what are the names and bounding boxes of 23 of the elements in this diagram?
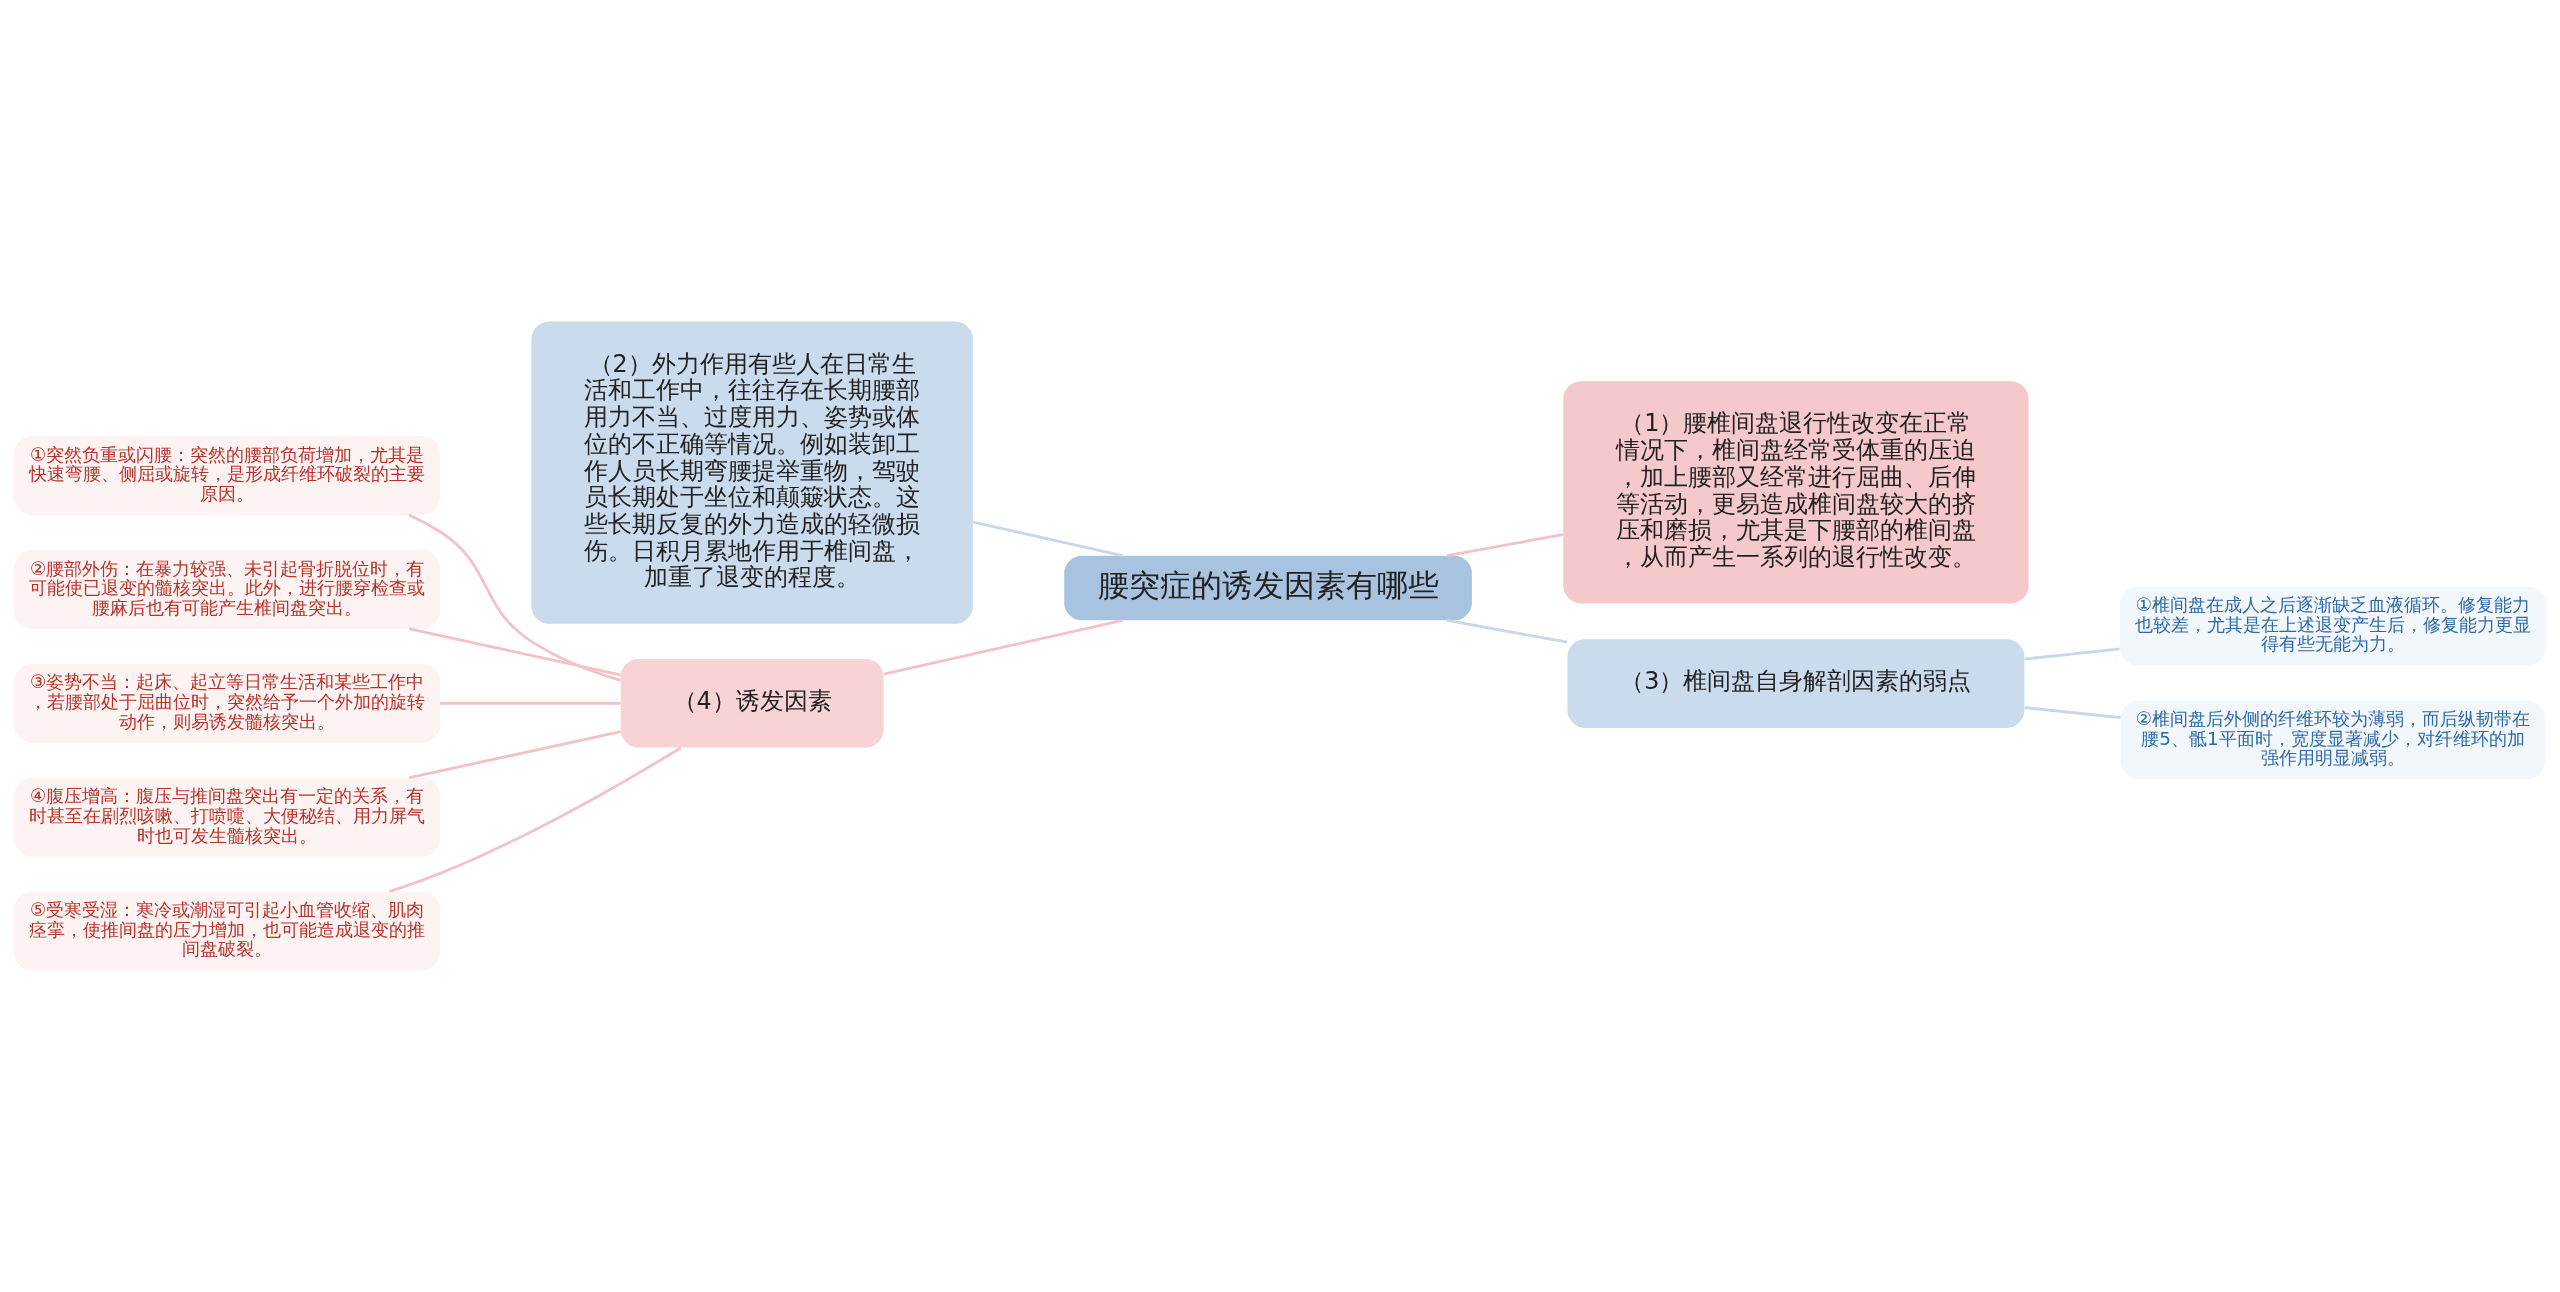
node-box: ②腰部外伤：在暴力较强、未引起骨折脱位时，有可能使已退变的髓核突出。此外，进行腰穿检查或腰麻后也有可能产生椎间盘突出。 <box>14 550 441 629</box>
connector <box>2024 647 2120 661</box>
connector <box>972 520 1123 558</box>
connector <box>409 627 621 677</box>
node-box: （1）腰椎间盘退行性改变在正常情况下，椎间盘经常受体重的压迫，加上腰部又经常进行屈曲、后伸等活动，更易造成椎间盘较大的挤压和磨损，尤其是下腰部的椎间盘，从而产生一系列的退行性改变。 <box>1563 381 2029 604</box>
connector <box>388 746 682 893</box>
node-box: ①椎间盘在成人之后逐渐缺乏血液循环。修复能力也较差，尤其是在上述退变产生后，修复能力更显得有些无能为力。 <box>2119 586 2546 666</box>
node-box: ①突然负重或闪腰：突然的腰部负荷增加，尤其是快速弯腰、侧屈或旋转，是形成纤维环破裂的主要原因。 <box>14 436 441 515</box>
connector <box>408 513 621 682</box>
connector <box>2024 706 2121 719</box>
node-box: ⑤受寒受湿：寒冷或潮湿可引起小血管收缩、肌肉痉挛，使推间盘的压力增加，也可能造成退变的推间盘破裂。 <box>14 891 441 971</box>
connector <box>883 619 1123 676</box>
node-box: ④腹压增高：腹压与推间盘突出有一定的关系，有时甚至在剧烈咳嗽、打喷嚏、大便秘结、用力屏气时也可发生髓核突出。 <box>14 777 441 857</box>
node-box: （4）诱发因素 <box>620 659 884 748</box>
connector <box>1446 619 1568 644</box>
connector <box>1446 533 1564 558</box>
connector <box>440 701 621 705</box>
node-box: （3）椎间盘自身解剖因素的弱点 <box>1567 639 2025 728</box>
node-box: ③姿势不当：起床、起立等日常生活和某些工作中，若腰部处于屈曲位时，突然给予一个外加的旋转动作，则易诱发髓核突出。 <box>14 663 441 743</box>
connector <box>409 730 621 780</box>
node-box: 腰突症的诱发因素有哪些 <box>1064 555 1472 621</box>
node-box: ②椎间盘后外侧的纤维环较为薄弱，而后纵韧带在腰5、骶1平面时，宽度显著减少，对纤维环的加强作用明显减弱。 <box>2120 700 2546 780</box>
node-box: （2）外力作用有些人在日常生活和工作中，往往存在长期腰部用力不当、过度用力、姿势或体位的不正确等情况。例如装卸工作人员长期弯腰提举重物，驾驶员长期处于坐位和颠簸状态。这些长期反复的外力造成的轻微损伤。日积月累地作用于椎间盘，加重了退变的程度。 <box>531 321 973 624</box>
